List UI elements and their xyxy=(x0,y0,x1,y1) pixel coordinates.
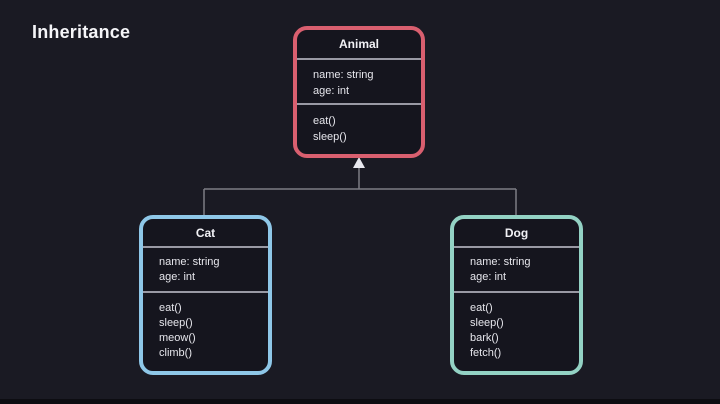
method-line: sleep() xyxy=(159,317,193,329)
attribute-line: age: int xyxy=(159,271,196,283)
method-line: climb() xyxy=(159,347,192,359)
class-box-dog: Dog name: string age: int eat() sleep() … xyxy=(450,215,583,375)
class-name: Animal xyxy=(297,30,421,60)
class-methods-section: eat() sleep() meow() climb() xyxy=(143,293,268,371)
method-line: eat() xyxy=(470,302,493,314)
class-box-cat: Cat name: string age: int eat() sleep() … xyxy=(139,215,272,375)
class-methods-section: eat() sleep() xyxy=(297,105,421,154)
method-line: fetch() xyxy=(470,347,502,359)
attribute-line: name: string xyxy=(313,69,374,81)
method-line: bark() xyxy=(470,332,499,344)
class-attributes-section: name: string age: int xyxy=(454,248,579,293)
attribute-line: age: int xyxy=(470,271,507,283)
class-name: Dog xyxy=(454,219,579,248)
class-attributes-section: name: string age: int xyxy=(143,248,268,293)
method-line: sleep() xyxy=(470,317,504,329)
method-line: sleep() xyxy=(313,131,347,143)
class-methods-section: eat() sleep() bark() fetch() xyxy=(454,293,579,371)
attribute-line: name: string xyxy=(159,256,220,268)
method-line: meow() xyxy=(159,332,196,344)
page-title: Inheritance xyxy=(32,22,131,42)
attribute-line: age: int xyxy=(313,85,350,97)
inheritance-arrow-icon xyxy=(353,157,365,168)
method-line: eat() xyxy=(159,302,182,314)
attribute-line: name: string xyxy=(470,256,531,268)
bottom-letterbox-bar xyxy=(0,399,720,404)
class-box-animal: Animal name: string age: int eat() sleep… xyxy=(293,26,425,158)
class-attributes-section: name: string age: int xyxy=(297,60,421,105)
class-name: Cat xyxy=(143,219,268,248)
method-line: eat() xyxy=(313,115,336,127)
